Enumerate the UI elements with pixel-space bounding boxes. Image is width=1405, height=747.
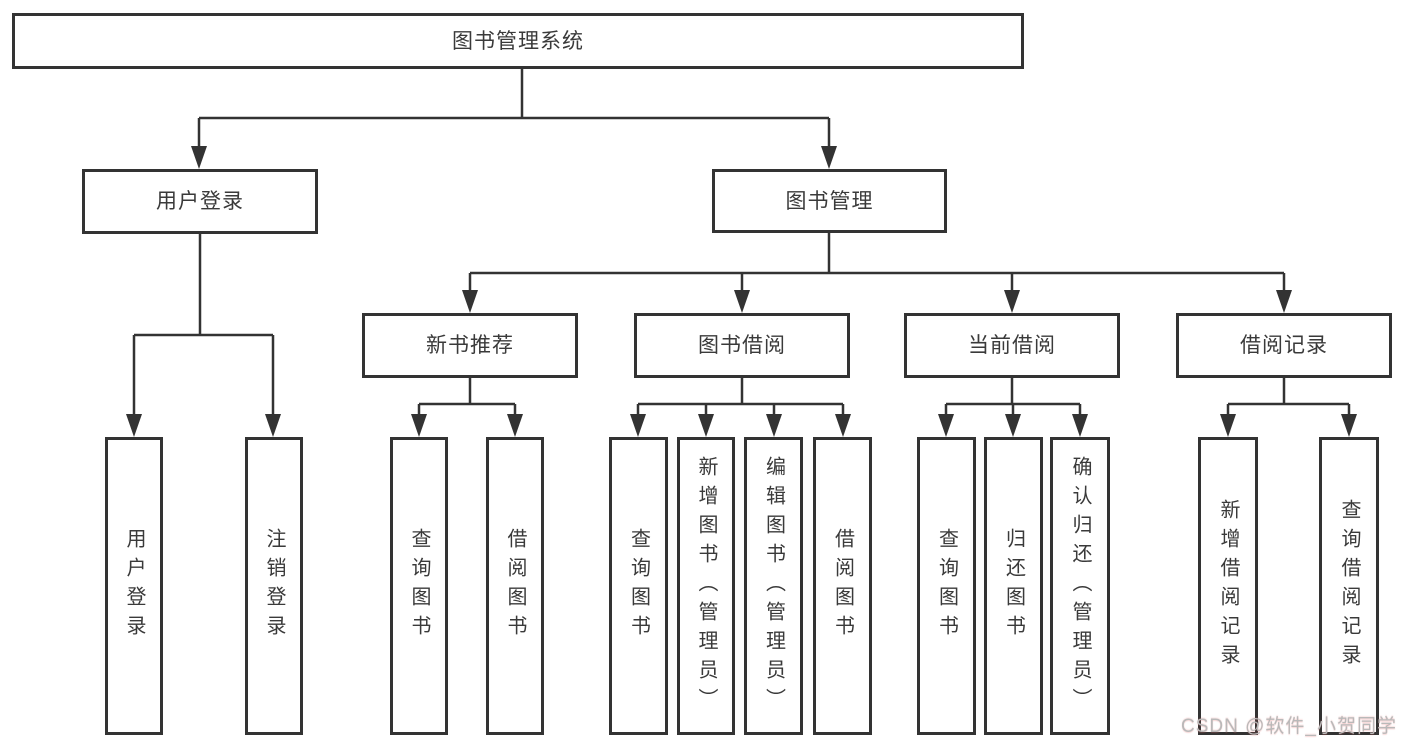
node-label: 查询图书 xyxy=(408,528,430,644)
node-label: 借阅图书 xyxy=(831,528,854,644)
leaf-query-borrow-record: 查询借阅记录 xyxy=(1319,437,1379,735)
csdn-watermark: CSDN @软件_小贺同学 xyxy=(1181,716,1397,737)
leaf-borrow-books-recommend: 借阅图书 xyxy=(486,437,544,735)
node-label: 借阅图书 xyxy=(504,528,526,644)
node-label: 图书管理系统 xyxy=(452,29,584,53)
node-label: 用户登录 xyxy=(123,528,145,644)
node-label: 确认归还（管理员） xyxy=(1069,455,1091,717)
leaf-borrow-books-borrowing: 借阅图书 xyxy=(813,437,872,735)
node-label: 用户登录 xyxy=(156,190,244,213)
node-label: 新增借阅记录 xyxy=(1217,499,1239,673)
node-label: 查询图书 xyxy=(627,528,650,644)
leaf-query-books-recommend: 查询图书 xyxy=(390,437,448,735)
node-label: 新书推荐 xyxy=(426,334,514,357)
leaf-confirm-return-admin: 确认归还（管理员） xyxy=(1050,437,1110,735)
node-borrowing-records: 借阅记录 xyxy=(1176,313,1392,378)
node-label: 查询借阅记录 xyxy=(1338,499,1360,673)
node-current-borrowing: 当前借阅 xyxy=(904,313,1120,378)
node-new-book-recommend: 新书推荐 xyxy=(362,313,578,378)
node-label: 编辑图书（管理员） xyxy=(762,455,785,717)
node-label: 图书管理 xyxy=(785,189,874,213)
node-label: 当前借阅 xyxy=(968,334,1056,357)
node-book-borrowing: 图书借阅 xyxy=(634,313,850,378)
leaf-return-book: 归还图书 xyxy=(984,437,1043,735)
leaf-query-books-current: 查询图书 xyxy=(917,437,976,735)
node-label: 借阅记录 xyxy=(1240,334,1328,357)
root-node-library-management-system: 图书管理系统 xyxy=(12,13,1024,69)
leaf-user-login: 用户登录 xyxy=(105,437,163,735)
branch-user-login: 用户登录 xyxy=(82,169,318,234)
arrowheads xyxy=(126,146,1357,437)
leaf-logout: 注销登录 xyxy=(245,437,303,735)
branch-book-management: 图书管理 xyxy=(712,169,947,233)
node-label: 新增图书（管理员） xyxy=(695,455,717,717)
node-label: 归还图书 xyxy=(1002,528,1025,644)
leaf-query-books-borrowing: 查询图书 xyxy=(609,437,668,735)
node-label: 图书借阅 xyxy=(698,334,786,357)
node-label: 注销登录 xyxy=(263,528,285,644)
leaf-add-book-admin: 新增图书（管理员） xyxy=(677,437,735,735)
leaf-edit-book-admin: 编辑图书（管理员） xyxy=(744,437,803,735)
node-label: 查询图书 xyxy=(935,528,958,644)
leaf-add-borrow-record: 新增借阅记录 xyxy=(1198,437,1258,735)
